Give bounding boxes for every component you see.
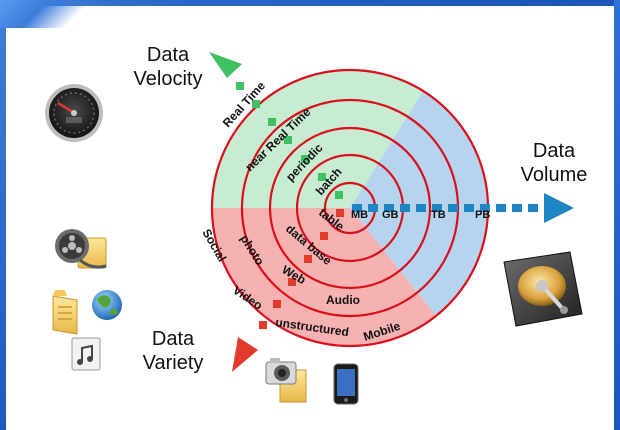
- velocity-title: Data Velocity: [118, 43, 218, 91]
- label-pb: PB: [475, 209, 490, 221]
- variety-title: Data Variety: [125, 327, 221, 375]
- velocity-arrow: [209, 52, 343, 199]
- music-file-icon: [71, 337, 101, 371]
- label-mb: MB: [351, 209, 368, 221]
- film-reel-icon: [55, 229, 107, 269]
- frame-corner-accent: [0, 0, 95, 28]
- variety-arrow: [232, 209, 344, 372]
- volume-unit-labels: MB GB TB PB: [351, 209, 490, 221]
- volume-title-line2: Volume: [520, 164, 588, 186]
- volume-arrow: [352, 193, 574, 223]
- speedometer-icon: [45, 84, 103, 142]
- phone-icon: [333, 363, 359, 405]
- folder-icon: [52, 290, 78, 335]
- ring-3: [268, 126, 432, 290]
- hard-drive-icon: [503, 251, 583, 327]
- label-tb: TB: [431, 209, 446, 221]
- variety-title-line1: Data: [151, 328, 195, 350]
- frame-top-border: [0, 0, 620, 6]
- camera-icon: [265, 358, 307, 403]
- globe-icon: [92, 290, 122, 320]
- volume-title: Data Volume: [506, 139, 602, 187]
- velocity-sector: [212, 70, 423, 208]
- label-audio: Audio: [326, 293, 360, 307]
- frame-right-border: [614, 0, 620, 430]
- label-gb: GB: [382, 209, 399, 221]
- volume-title-line1: Data: [532, 140, 576, 162]
- frame-left-border: [0, 0, 6, 430]
- velocity-title-line2: Velocity: [133, 68, 203, 90]
- velocity-title-line1: Data: [146, 44, 190, 66]
- variety-title-line2: Variety: [142, 352, 204, 374]
- volume-sector: [350, 91, 488, 316]
